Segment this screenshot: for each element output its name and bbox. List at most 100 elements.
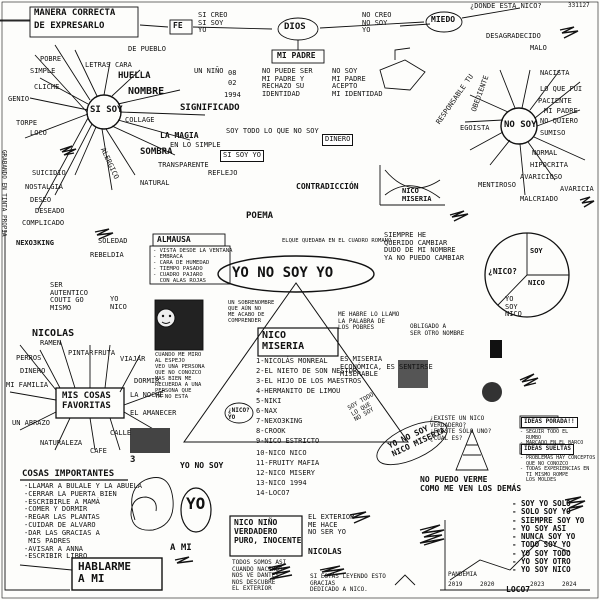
no-soy-padre-text: NO SOY MI PADRE ACEPTO MI IDENTIDAD [332,67,383,99]
obligado-text: OBLIGADO A SER OTRO NOMBRE [410,323,465,337]
title-line-1: MANERA CORRECTA [34,8,116,18]
loco7-label: LOCO7 [506,585,531,594]
mi-padre-label: MI PADRE [277,51,316,60]
word-08: 08 [228,69,237,77]
fav-cafe: CAFE [90,447,107,455]
fav-fruta: FRUTA [94,349,116,357]
miedo-label: MIEDO [431,15,456,24]
word-loco: LOCO [30,129,47,137]
word-en-lo-simple: EN LO SIMPLE [170,141,221,149]
nickname-12: 12-NICO MISERY [256,469,316,477]
year-2020: 2020 [480,581,495,588]
ser-autentico-text: SER AUTENTICO COUTI GO MISMO [50,281,88,313]
almausa-label: ALMAUSA [157,235,191,244]
a-mi-text: A MI [170,543,192,553]
fav-perros: PERROS [16,354,42,362]
ideas-sueltas-text: - PROBLEMAS HAY CONCEPTOS QUE NO CONOZCO… [520,455,596,483]
word-natural: NATURAL [140,179,170,187]
hablarme-box: HABLARME A MI [78,560,131,586]
ideas-sueltas-title: IDEAS SUELTAS [521,444,574,455]
yo-list: - SOY YO SOLO - SOLO SOY YO - SIEMPRE SO… [512,499,585,574]
fav-mi-familia: MI FAMILIA [6,381,49,389]
word-rebeldia: REBELDIA [90,251,124,259]
rc-word-lo-que-fui: LO QUE FUI [540,85,583,93]
no-puede-ser-text: NO PUEDE SER MI PADRE Y RECHAZO SU IDENT… [262,67,313,99]
pandemia-label: PANDEMIA [448,571,477,578]
word-deseado: DESEADO [35,207,65,215]
rc-word-nacista: NACISTA [540,69,570,77]
donde-text: ¿DONDE ESTA NICO? [470,2,542,10]
rc-word-malo: MALO [530,44,547,52]
word-nexo3king: NEXO3KING [16,239,54,247]
rc-word-paciente: PACIENTE [538,97,572,105]
todos-somos-text: TODOS SOMOS ASI CUANDO NACEMOS NOS VE DA… [232,559,287,593]
word-cliche: CLICHE [34,83,60,91]
word-genio: GENIO [8,95,30,103]
no-creo-text: NO CREO NO SOY YO [362,11,392,35]
rc-word-normal: NORMAL [532,149,558,157]
rc-word-sumiso: SUMISO [540,129,566,137]
pie-slice-soy: SOY [530,247,543,255]
year-2024: 2024 [562,581,577,588]
word-collage: COLLAGE [125,116,155,124]
fav-el-amanecer: EL AMANECER [130,409,177,417]
number-3: 3 [130,455,136,465]
nickname-7: 7-NEXO3KING [256,417,303,425]
lo-que-quedaba-text: ELQUE QUEDABA EN EL CUADRO ROMANO [282,238,392,244]
year-2019: 2019 [448,581,463,588]
contradiccion-label: CONTRADICCIÓN [296,182,359,191]
word-significado: SIGNIFICADO [180,103,240,113]
fav-naturaleza: NATURALEZA [40,439,83,447]
nickname-14: 14-LOCO7 [256,489,290,497]
fav-viajar: VIAJAR [120,355,146,363]
cnico-yo: ¿NICO? YO [228,407,250,421]
si-creo-text: SI CREO SI SOY YO [198,11,228,35]
word-de-pueblo: DE PUEBLO [128,45,166,53]
dinero-label: DINERO [322,134,354,146]
nickname-6: 6-NAX [256,407,278,415]
si-estas-text: SI ESTAS LEYENDO ESTO GRACIAS DEDICADO A… [310,573,386,594]
yo-no-soy-yo-title: YO NO SOY YO [232,265,334,281]
rc-word-malcriado: MALCRIADO [520,195,558,203]
word-huella: HUELLA [118,71,151,81]
nico-nino-box: NICO NIÑO VERDADERO PURO, INOCENTE [234,518,302,545]
pie-question: ¿NICO? [488,267,517,276]
fav-calle: CALLE [110,429,132,437]
rc-word-egoista: EGOISTA [460,124,490,132]
word-soledad: SOLEDAD [98,237,128,245]
nickname-10: 10-NICO NICO [256,449,307,457]
mis-cosas-favoritas: MIS COSAS FAVORITAS [62,391,111,411]
nickname-9: 9-NICO ESTRICTO [256,437,320,445]
word-la-magia: LA MAGIA [160,131,199,140]
nickname-2: 2-EL NIETO DE SON NESTOR [256,367,358,375]
word-pobre: POBRE [40,55,62,63]
rc-word-hipocrita: HIPOCRITA [530,161,568,169]
cuando-me-miro-text: CUANDO ME MIRO AL ESPEJO VEO UNA PERSONA… [155,352,205,401]
rc-word-avaricioso: AVARICIOSO [520,173,563,181]
yo-no-soy-small: YO NO SOY [180,461,224,470]
word-deseo: DESEO [30,196,52,204]
poema-label: POEMA [246,211,274,221]
el-exterior-text: EL EXTERIOR ME HACE NO SER YO [308,513,355,537]
word-complicado: COMPLICADO [22,219,65,227]
word-1994: 1994 [224,91,241,99]
si-soy-yo-label: SI SOY YO [220,150,264,162]
word-02: 02 [228,79,237,87]
nicolas-label: NICOLAS [32,328,75,339]
sobrenombre-text: UN SOBRENOMBRE QUE AÚN NO ME ACABO DE CO… [228,300,275,325]
title-line-2: DE EXPRESARLO [34,21,105,31]
word-suicidio: SUICIDIO [32,169,66,177]
nickname-5: 5-NIKI [256,397,282,405]
no-soy-center: NO SOY [504,120,537,130]
rc-word-mentiroso: MENTIROSO [478,181,516,189]
fe-label: FE [173,21,183,30]
si-soy-center: SI SOY [90,105,123,115]
pie-slice-nico: NICO [528,279,545,287]
nickname-8: 8-CROOK [256,427,286,435]
desagradecido-text: DESAGRADECIDO [486,32,541,40]
fav-ramen: RAMEN [40,339,62,347]
yo-nico-small: YO NICO [110,295,127,311]
fav-la-noche: LA NOCHE [130,391,164,399]
yo-big: YO [186,494,206,513]
